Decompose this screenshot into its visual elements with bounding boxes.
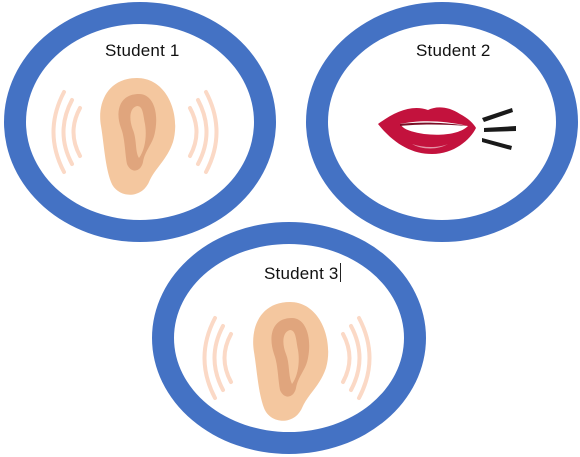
speaking-mouth-icon (378, 107, 516, 154)
text-cursor (339, 263, 341, 282)
ear-icon (51, 78, 219, 195)
sound-waves-left (51, 90, 82, 174)
student-1-label: Student 1 (105, 41, 180, 60)
ear-icon (202, 302, 372, 421)
speech-lines (482, 108, 516, 150)
student-2-label: Student 2 (416, 41, 491, 60)
sound-waves-right (341, 316, 372, 400)
sound-waves-left (202, 316, 233, 400)
student-3-label: Student 3 (264, 263, 341, 283)
sound-waves-right (188, 90, 219, 174)
